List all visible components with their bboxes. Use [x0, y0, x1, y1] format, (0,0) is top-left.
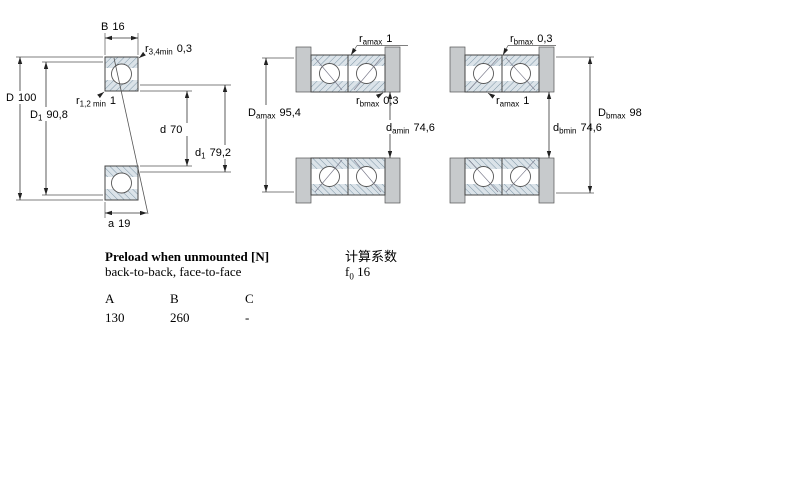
factor-symbol: f: [345, 264, 350, 279]
preload-val-a: 130: [105, 310, 125, 325]
abutment-block: [449, 157, 466, 204]
contact-angle-line: [353, 57, 382, 91]
bearing-cross-section: [104, 56, 139, 92]
bearing-cross-section: [310, 157, 349, 196]
bearing-cross-section: [104, 165, 139, 201]
contact-angle-line: [113, 57, 149, 215]
contact-angle-line: [314, 57, 343, 91]
abutment-block: [449, 46, 466, 93]
bearing-cross-section: [464, 157, 503, 196]
abutment-block: [384, 157, 401, 204]
contact-angle-line: [505, 159, 536, 193]
contact-angle-line: [468, 159, 499, 193]
calculation-factor: f0 16: [345, 264, 397, 285]
abutment-block: [538, 46, 555, 93]
contact-angle-line: [353, 159, 382, 193]
abutment-block: [295, 46, 312, 93]
factor-subscript: 0: [349, 271, 354, 282]
factor-value: 16: [357, 264, 371, 279]
preload-col-c: C: [245, 291, 254, 306]
preload-val-c: -: [245, 310, 250, 325]
bearing-cross-section: [310, 54, 349, 93]
bearing-cross-section: [501, 157, 540, 196]
abutment-block: [295, 157, 312, 204]
preload-value-row: 130 260 -: [105, 310, 305, 325]
preload-val-b: 260: [170, 310, 190, 325]
preload-title: Preload when unmounted [N]: [105, 249, 270, 264]
bearing-cross-section: [347, 54, 386, 93]
contact-angle-line: [468, 57, 499, 91]
preload-header-row: A B C: [105, 291, 305, 306]
abutment-block: [538, 157, 555, 204]
preload-col-a: A: [105, 291, 115, 306]
bearing-cross-section: [347, 157, 386, 196]
contact-angle-line: [505, 57, 536, 91]
bearing-cross-section: [501, 54, 540, 93]
contact-angle-line: [314, 159, 343, 193]
calculation-factor-section: 计算系数 f0 16: [345, 249, 397, 285]
preload-section: Preload when unmounted [N] back-to-back,…: [105, 249, 305, 325]
calculation-title: 计算系数: [345, 249, 398, 264]
abutment-block: [384, 46, 401, 93]
bearing-cross-section: [464, 54, 503, 93]
preload-subtitle: back-to-back, face-to-face: [105, 264, 242, 279]
preload-table: A B C 130 260 -: [105, 291, 305, 325]
preload-col-b: B: [170, 291, 179, 306]
